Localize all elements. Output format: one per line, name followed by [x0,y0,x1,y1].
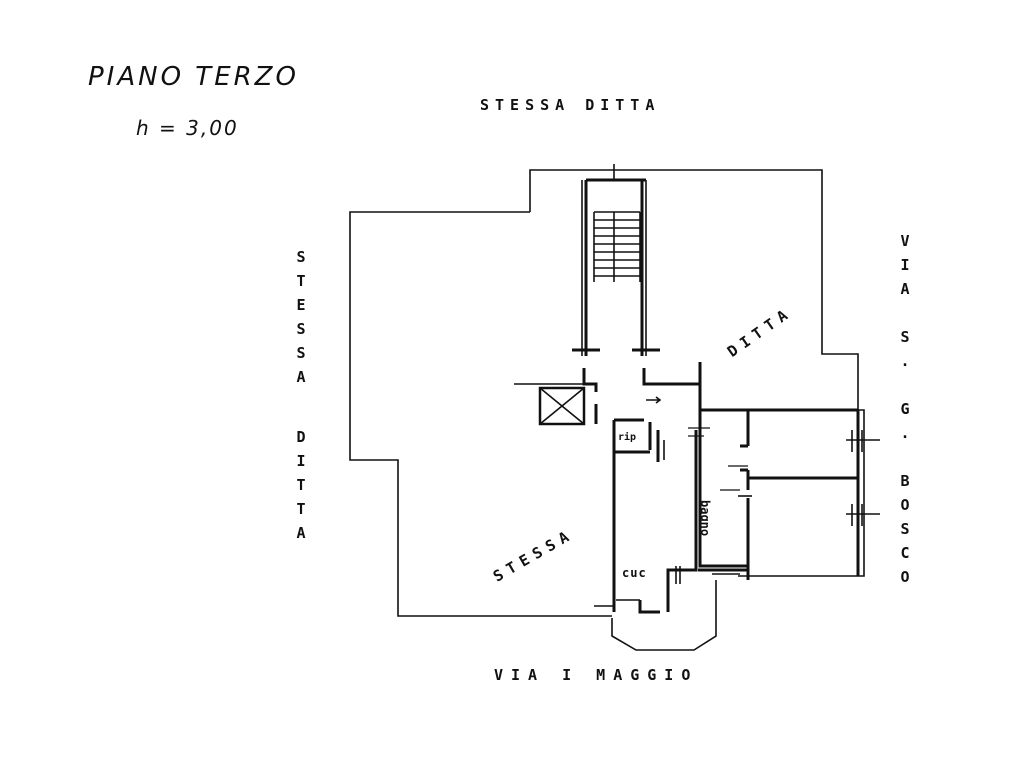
label-kitchen: cuc [622,566,647,580]
height-label: h = 3,00 [136,116,239,140]
label-left-neighbor-1: STESSA [292,248,310,392]
label-bottom-street: VIA I MAGGIO [494,666,699,684]
label-top-neighbor: STESSA DITTA [480,96,661,114]
outer-outline [349,211,612,617]
label-left-neighbor-2: DITTA [292,428,310,548]
outer-outline-top [529,169,859,410]
stair-shaft [572,164,660,356]
landing-walls [582,362,858,424]
apartment-walls [612,410,860,614]
plan-title: PIANO TERZO [88,62,299,92]
misc-marks [688,427,748,491]
label-wc: rip [618,432,637,443]
label-right-street: VIA S. G. BOSCO [896,232,914,592]
lift-shaft [514,383,586,426]
window-marks [846,430,880,526]
outer-outline-right [738,409,865,577]
entrance-bay [594,566,717,651]
